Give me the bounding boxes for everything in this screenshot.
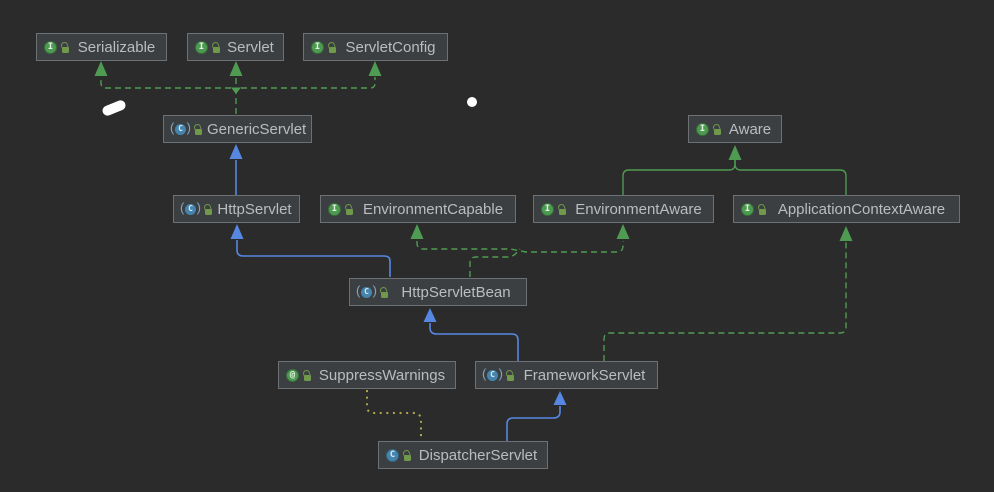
node-label: FrameworkServlet xyxy=(523,366,646,384)
node-label: EnvironmentCapable xyxy=(362,200,504,218)
white-dot-artifact xyxy=(467,97,477,107)
edge-httpservletbean-implements xyxy=(410,224,630,277)
lock-icon xyxy=(194,124,203,135)
abstract-class-icon: C xyxy=(180,201,201,215)
node-label: HttpServletBean xyxy=(401,283,511,301)
node-label: HttpServlet xyxy=(217,200,292,218)
node-suppresswarnings[interactable]: @ SuppressWarnings xyxy=(278,361,456,389)
lock-icon xyxy=(303,370,312,381)
node-label: ServletConfig xyxy=(345,38,436,56)
node-label: SuppressWarnings xyxy=(318,366,446,384)
lock-icon xyxy=(328,42,337,53)
lock-icon xyxy=(61,42,70,53)
edge-dispatcherservlet-extends-frameworkservlet xyxy=(506,391,567,441)
node-label: DispatcherServlet xyxy=(418,446,538,464)
lock-icon xyxy=(204,204,213,215)
lock-icon xyxy=(758,204,767,215)
node-label: EnvironmentAware xyxy=(575,200,702,218)
interface-icon: I xyxy=(696,122,709,136)
edge-frameworkservlet-implements-applicationcontextaware xyxy=(603,226,853,361)
node-environmentaware[interactable]: I EnvironmentAware xyxy=(533,195,714,223)
interface-icon: I xyxy=(195,40,208,54)
edge-dispatcherservlet-annotation-suppresswarnings xyxy=(365,389,423,441)
node-servlet[interactable]: I Servlet xyxy=(187,33,284,61)
lock-icon xyxy=(506,370,515,381)
interface-icon: I xyxy=(541,202,554,216)
node-httpservlet[interactable]: C HttpServlet xyxy=(173,195,300,223)
node-label: Servlet xyxy=(227,38,274,56)
node-frameworkservlet[interactable]: C FrameworkServlet xyxy=(475,361,658,389)
abstract-class-icon: C xyxy=(482,367,503,381)
edge-aware-extends xyxy=(622,145,847,195)
edge-genericservlet-implements xyxy=(94,61,382,114)
lock-icon xyxy=(403,450,412,461)
lock-icon xyxy=(212,42,221,53)
lock-icon xyxy=(380,287,389,298)
node-serializable[interactable]: I Serializable xyxy=(36,33,167,61)
node-label: GenericServlet xyxy=(207,120,307,138)
node-label: ApplicationContextAware xyxy=(777,200,946,218)
node-label: Aware xyxy=(728,120,772,138)
node-dispatcherservlet[interactable]: C DispatcherServlet xyxy=(378,441,548,469)
lock-icon xyxy=(345,204,354,215)
edge-frameworkservlet-extends-httpservletbean xyxy=(423,308,519,361)
class-icon: C xyxy=(386,448,399,462)
lock-icon xyxy=(713,124,722,135)
node-servletconfig[interactable]: I ServletConfig xyxy=(303,33,448,61)
node-httpservletbean[interactable]: C HttpServletBean xyxy=(349,278,527,306)
interface-icon: I xyxy=(741,202,754,216)
edge-httpservletbean-extends-httpservlet xyxy=(230,224,391,277)
node-genericservlet[interactable]: C GenericServlet xyxy=(163,115,312,143)
node-label: Serializable xyxy=(77,38,156,56)
abstract-class-icon: C xyxy=(170,121,191,135)
node-aware[interactable]: I Aware xyxy=(688,115,782,143)
interface-icon: I xyxy=(311,40,324,54)
annotation-icon: @ xyxy=(286,368,299,382)
interface-icon: I xyxy=(328,202,341,216)
abstract-class-icon: C xyxy=(356,284,377,298)
node-environmentcapable[interactable]: I EnvironmentCapable xyxy=(320,195,516,223)
edge-httpservlet-extends-genericservlet xyxy=(229,144,243,195)
node-applicationcontextaware[interactable]: I ApplicationContextAware xyxy=(733,195,960,223)
interface-icon: I xyxy=(44,40,57,54)
lock-icon xyxy=(558,204,567,215)
